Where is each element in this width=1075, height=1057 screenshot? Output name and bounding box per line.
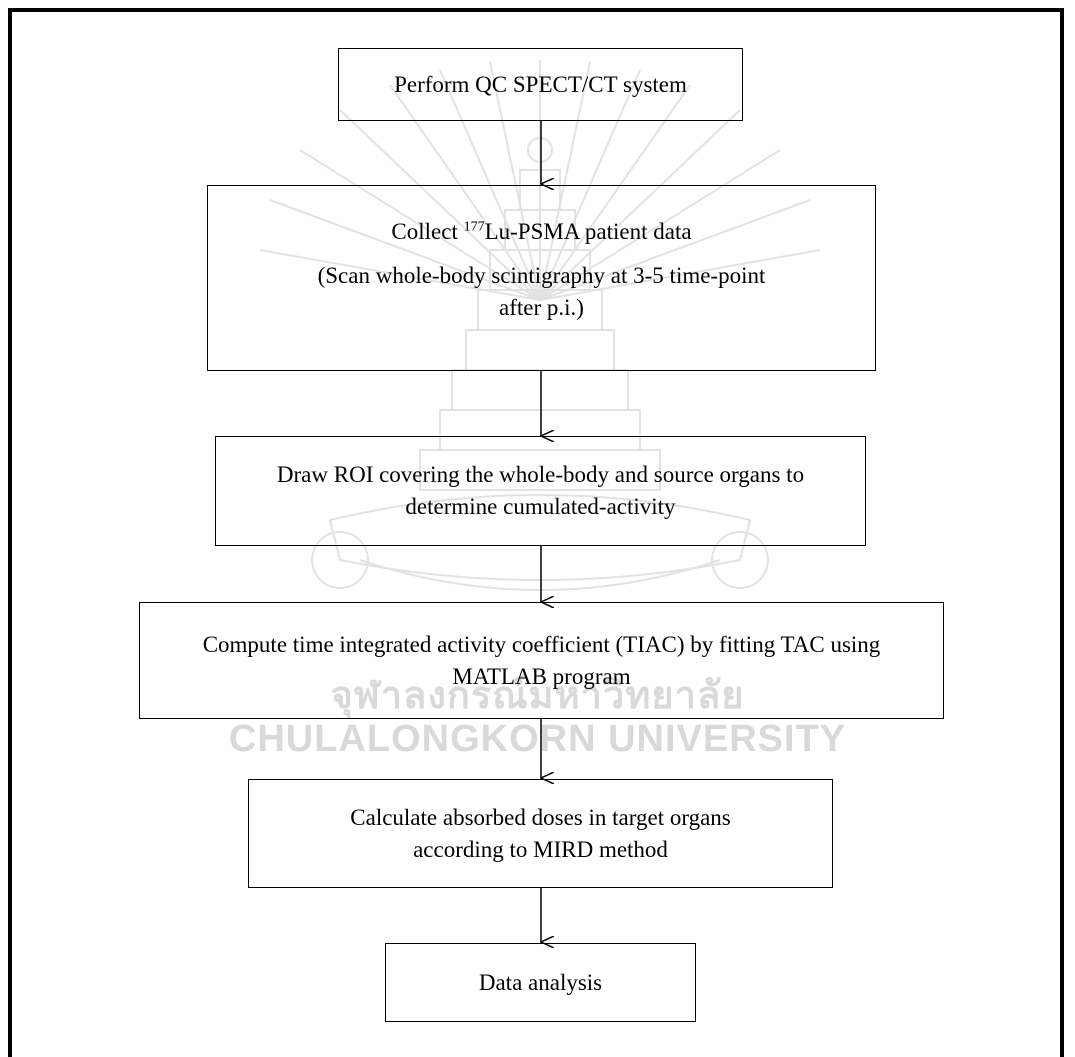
step-collect-title: Collect 177Lu-PSMA patient data: [391, 216, 691, 248]
step-tiac-text: Compute time integrated activity coeffic…: [202, 631, 881, 689]
step-collect-box: Collect 177Lu-PSMA patient data (Scan wh…: [207, 185, 876, 371]
step-collect-prefix: Collect: [391, 219, 464, 244]
step-tiac-box: Compute time integrated activity coeffic…: [139, 602, 944, 719]
step-analysis-box: Data analysis: [385, 943, 696, 1022]
isotope-mass-number: 177: [463, 219, 485, 235]
page-frame: [8, 8, 1064, 1057]
step-qc-box: Perform QC SPECT/CT system: [338, 48, 743, 121]
step-dose-box: Calculate absorbed doses in target organ…: [248, 779, 833, 888]
step-roi-text: Draw ROI covering the whole-body and sou…: [276, 462, 805, 519]
step-collect-detail: (Scan whole-body scintigraphy at 3-5 tim…: [317, 263, 766, 320]
step-qc-text: Perform QC SPECT/CT system: [394, 71, 687, 97]
step-roi-box: Draw ROI covering the whole-body and sou…: [215, 436, 866, 546]
step-analysis-text: Data analysis: [478, 969, 603, 995]
step-dose-text: Calculate absorbed doses in target organ…: [350, 804, 731, 862]
step-collect-suffix: Lu-PSMA patient data: [484, 219, 692, 244]
